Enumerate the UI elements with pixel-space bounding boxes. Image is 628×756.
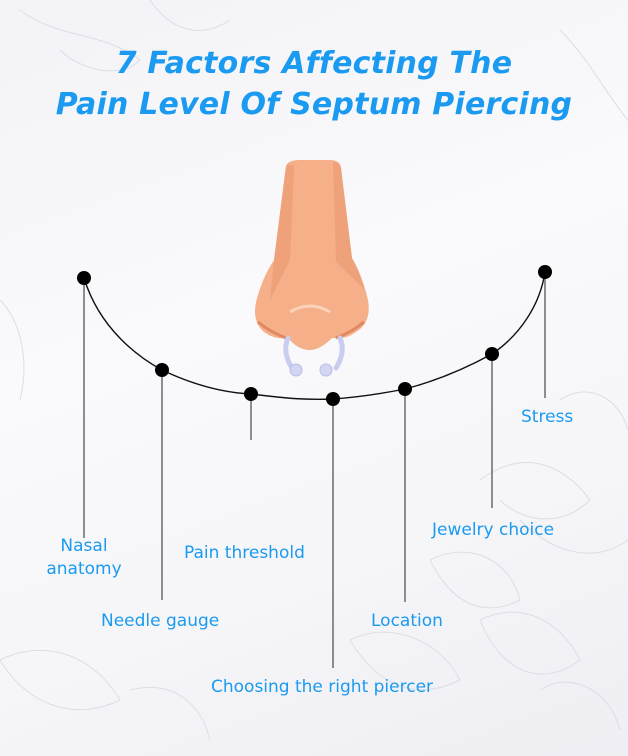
dot-pain-threshold <box>244 387 258 401</box>
label-stress: Stress <box>521 407 574 427</box>
title-line-2: Pain Level Of Septum Piercing <box>55 87 573 122</box>
label-needle-gauge: Needle gauge <box>101 611 220 631</box>
label-nasal-anatomy-line1: Nasal <box>60 536 108 556</box>
arc-curve <box>83 271 546 401</box>
dot-jewelry-choice <box>485 347 499 361</box>
dot-location <box>398 382 412 396</box>
dot-choosing-piercer <box>326 392 340 406</box>
dot-nasal-anatomy <box>77 271 91 285</box>
label-jewelry-choice: Jewelry choice <box>432 520 555 540</box>
nose-icon <box>255 160 369 377</box>
label-nasal-anatomy: Nasal anatomy <box>44 535 124 581</box>
dot-stress <box>538 265 552 279</box>
label-nasal-anatomy-line2: anatomy <box>46 559 122 579</box>
septum-ring-right <box>333 335 345 371</box>
septum-ring-left <box>283 335 295 371</box>
label-choosing-right-piercer: Choosing the right piercer <box>211 677 434 697</box>
label-location: Location <box>371 611 443 631</box>
label-pain-threshold: Pain threshold <box>184 543 305 563</box>
title-line-1: 7 Factors Affecting The <box>115 46 513 81</box>
dot-needle-gauge <box>155 363 169 377</box>
